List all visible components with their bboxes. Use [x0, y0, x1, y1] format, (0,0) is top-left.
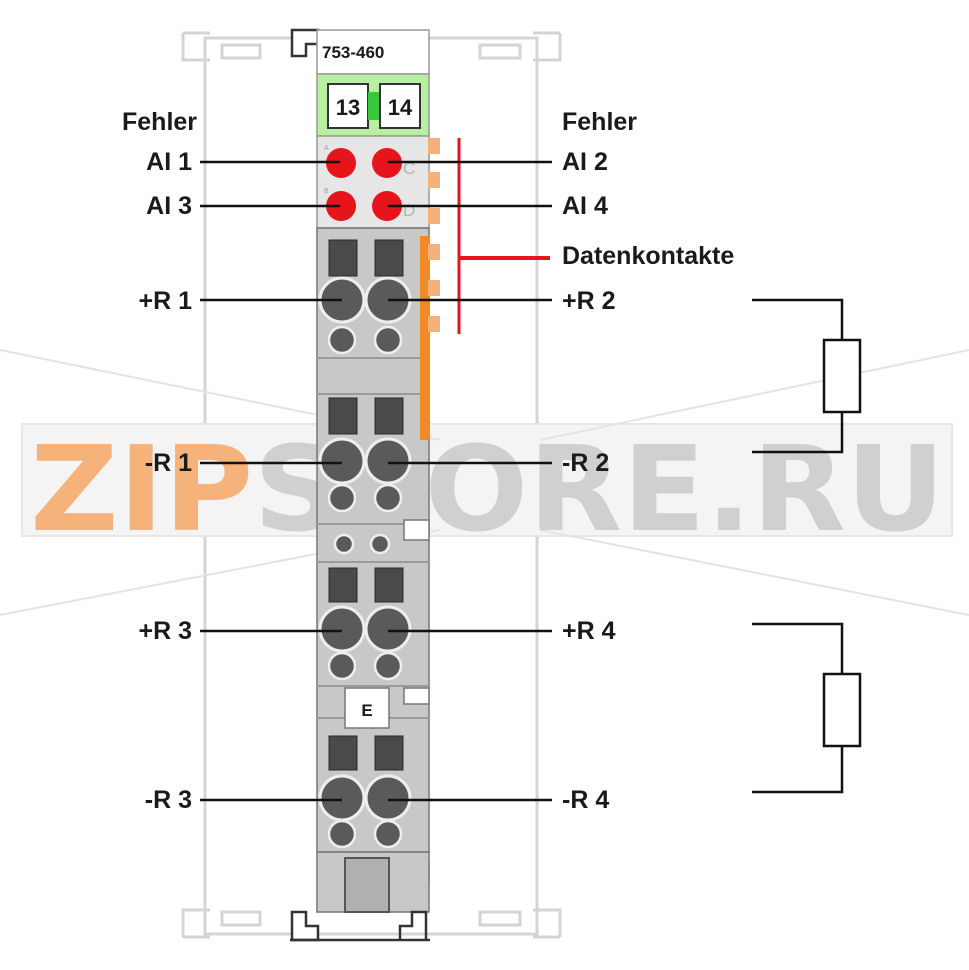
- release-lever: [344, 857, 390, 913]
- led-ai3: [326, 191, 356, 221]
- channel-number-right: 14: [388, 95, 413, 120]
- resistor-symbol-1: [752, 298, 862, 454]
- label-r3-plus: +R 3: [138, 617, 192, 645]
- terminal-block-2: [318, 397, 412, 513]
- label-error-left: Fehler: [122, 108, 197, 136]
- label-r3-minus: -R 3: [145, 786, 192, 814]
- part-number: 753-460: [322, 43, 384, 62]
- label-r2-plus: +R 2: [562, 287, 616, 315]
- led-ai1: [326, 148, 356, 178]
- terminal-block-4: [318, 735, 412, 849]
- led-ai4: [372, 191, 402, 221]
- label-ai2: AI 2: [562, 148, 608, 176]
- top-clip: [290, 28, 320, 58]
- label-r4-minus: -R 4: [562, 786, 609, 814]
- label-ai3: AI 3: [146, 192, 192, 220]
- label-r4-plus: +R 4: [562, 617, 616, 645]
- label-ai4: AI 4: [562, 192, 608, 220]
- resistor-symbol-2: [752, 622, 862, 794]
- watermark-accent: ZIP: [30, 420, 253, 558]
- led-ai2: [372, 148, 402, 178]
- led-letter-c: C: [403, 159, 415, 178]
- marker-box: [344, 687, 390, 729]
- label-error-right: Fehler: [562, 108, 637, 136]
- io-module: 753-460 13 14 A C B D: [290, 28, 440, 942]
- led-letter-b: B: [324, 188, 329, 195]
- data-contacts-marker: [457, 138, 550, 334]
- marker-label: E: [361, 701, 372, 720]
- leader-lines: [200, 160, 552, 802]
- label-r1-minus: -R 1: [145, 449, 192, 477]
- label-ai1: AI 1: [146, 148, 192, 176]
- led-letter-a: A: [324, 145, 329, 152]
- bottom-clip: [290, 910, 320, 942]
- label-r2-minus: -R 2: [562, 449, 609, 477]
- watermark-text: ZIPSTORE.RU: [30, 420, 945, 558]
- terminal-block-3: [318, 567, 412, 681]
- led-letter-d: D: [403, 201, 415, 220]
- label-data-contacts: Datenkontakte: [562, 242, 734, 270]
- label-r1-plus: +R 1: [138, 287, 192, 315]
- terminal-block-1: [318, 239, 412, 355]
- channel-number-left: 13: [336, 95, 360, 120]
- contact-strip: [420, 236, 430, 440]
- labels: Fehler Fehler AI 1 AI 2 AI 3 AI 4 Datenk…: [122, 108, 734, 814]
